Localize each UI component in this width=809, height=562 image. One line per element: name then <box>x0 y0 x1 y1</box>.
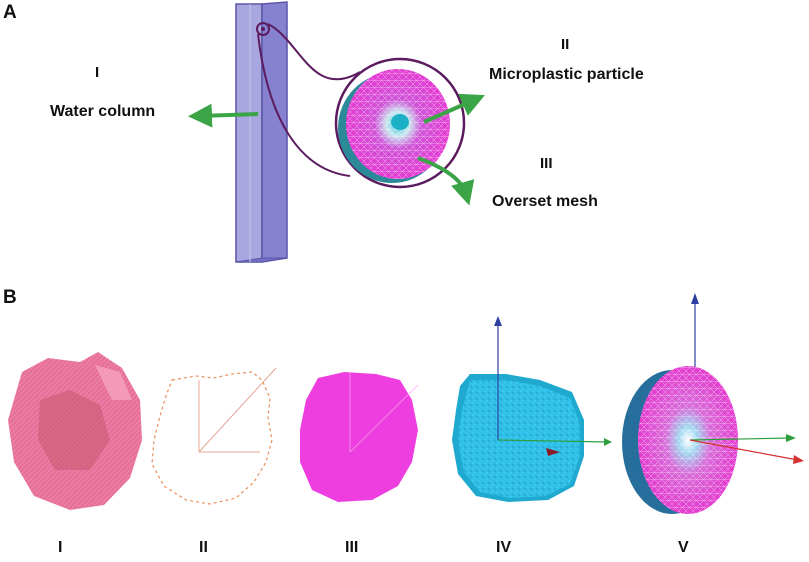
stage-label-v: V <box>678 539 689 556</box>
magnifier-loop <box>256 22 466 189</box>
stage-v-hemisphere <box>622 293 804 514</box>
arrow-water-column <box>188 103 259 128</box>
water-column-caption: Water column <box>50 103 156 120</box>
stage-i-particle-photo <box>8 352 142 510</box>
stage-iii-silhouette <box>300 372 419 502</box>
overset-mesh-numeral: III <box>540 155 553 172</box>
microplastic-particle-numeral: II <box>561 36 570 53</box>
panel-a-letter: A <box>3 2 17 23</box>
panel-b-letter: B <box>3 287 17 308</box>
stage-label-iii: III <box>345 539 359 556</box>
stage-iv-mesh <box>452 316 612 502</box>
microplastic-particle-disc <box>338 69 450 183</box>
water-column-numeral: I <box>95 64 100 81</box>
arrow-overset-mesh <box>417 156 475 206</box>
water-column-prism <box>235 1 288 263</box>
microplastic-particle-caption: Microplastic particle <box>489 66 644 83</box>
stage-label-ii: II <box>199 539 208 556</box>
stage-label-iv: IV <box>496 539 512 556</box>
stage-ii-outline <box>151 367 277 505</box>
overset-mesh-caption: Overset mesh <box>492 193 598 210</box>
stage-label-i: I <box>58 539 63 556</box>
arrow-particle <box>423 93 485 124</box>
